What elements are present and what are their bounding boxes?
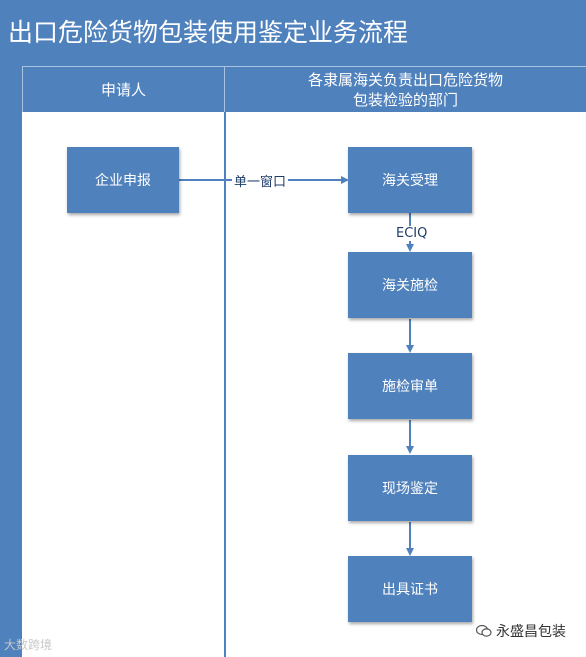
page-title: 出口危险货物包装使用鉴定业务流程 (0, 0, 586, 66)
node-review: 施检审单 (348, 353, 472, 419)
node-onsite: 现场鉴定 (348, 455, 472, 521)
edge-label-eciq: ECIQ (394, 226, 430, 241)
lane-header-customs-line1: 各隶属海关负责出口危险货物 (307, 70, 503, 89)
node-apply-label: 企业申报 (95, 173, 151, 189)
node-inspect-label: 海关施检 (382, 278, 438, 294)
node-accept: 海关受理 (348, 147, 472, 213)
node-accept-label: 海关受理 (382, 173, 438, 189)
watermark-right: 永盛昌包装 (476, 621, 566, 641)
lane-header-customs-line2: 包装检验的部门 (352, 90, 458, 109)
lane-header-customs: 各隶属海关负责出口危险货物 包装检验的部门 (224, 66, 586, 112)
node-certificate: 出具证书 (348, 556, 472, 622)
watermark-right-text: 永盛昌包装 (496, 624, 566, 640)
lane-header-applicant: 申请人 (22, 66, 224, 112)
edge-label-single-window: 单一窗口 (232, 171, 289, 190)
node-inspect: 海关施检 (348, 252, 472, 318)
lane-divider (224, 112, 226, 657)
wechat-icon (476, 624, 492, 637)
node-review-label: 施检审单 (382, 379, 438, 395)
node-apply: 企业申报 (67, 147, 179, 213)
lane-header-applicant-label: 申请人 (100, 80, 146, 99)
pool-side-strip (0, 66, 22, 657)
node-certificate-label: 出具证书 (382, 582, 438, 598)
node-onsite-label: 现场鉴定 (382, 481, 438, 497)
watermark-left: 大数跨境 (4, 636, 52, 653)
watermark-left-text: 大数跨境 (4, 638, 53, 652)
